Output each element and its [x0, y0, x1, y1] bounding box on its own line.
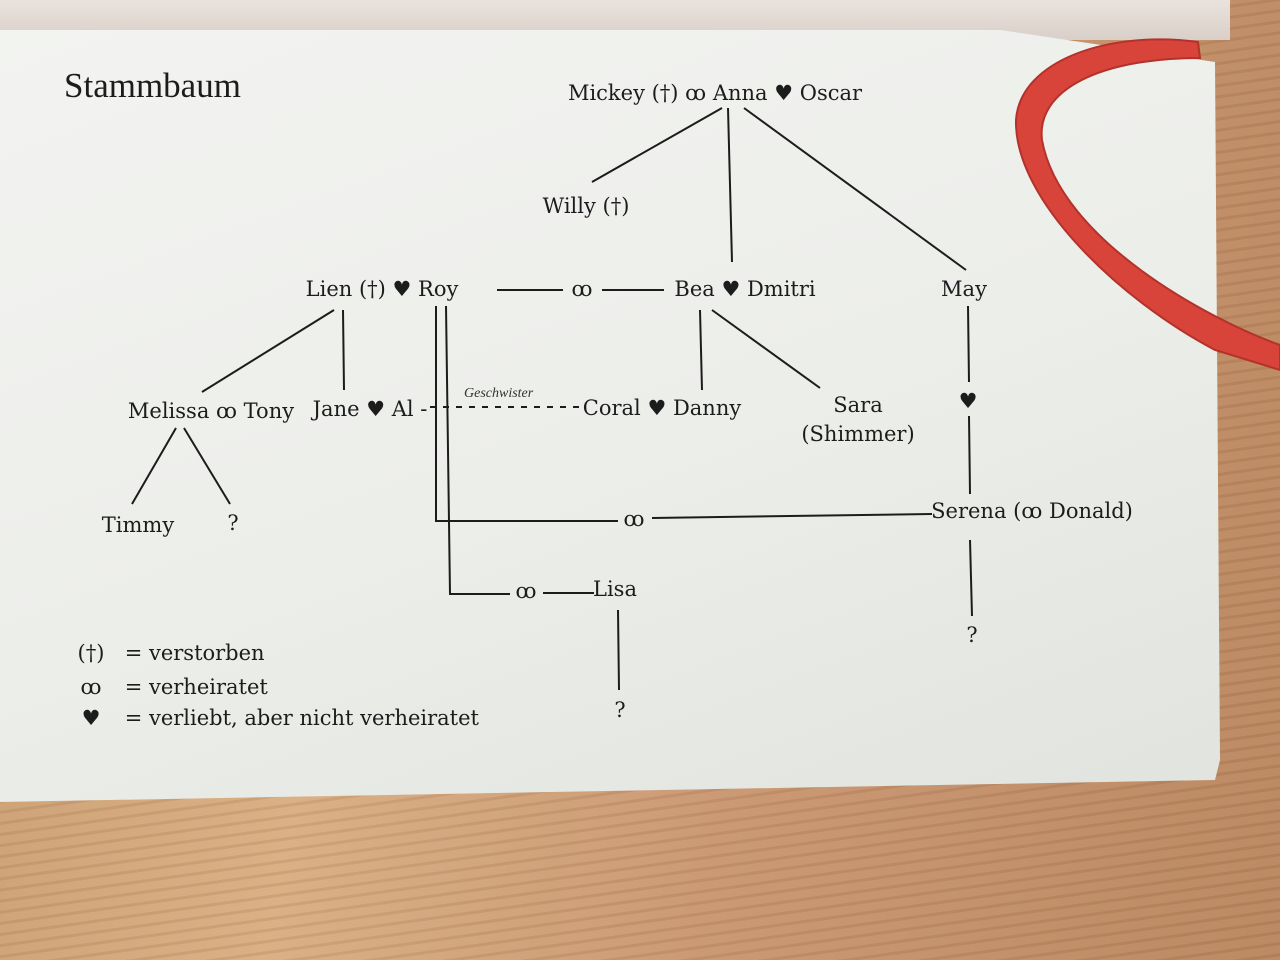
node-willy: Willy (†) — [542, 194, 630, 218]
node-lien-roy: Lien (†) ♥ Roy — [305, 277, 459, 301]
node-may: May — [941, 277, 987, 301]
married-symbol-roy-serena: ꝏ — [623, 507, 645, 531]
edge-serena-unknown — [969, 539, 973, 617]
node-serena-donald: Serena (ꝏ Donald) — [931, 499, 1133, 523]
book-page — [0, 30, 1220, 802]
edge-lisa-unknown — [617, 609, 620, 691]
edge-anna-bea — [727, 107, 733, 263]
edge-bea-sara — [711, 309, 821, 389]
legend-symbol: (†) — [77, 641, 105, 665]
legend-row-married: ꝏ = verheiratet — [64, 675, 268, 699]
node-lisa-child-unknown: ? — [614, 698, 626, 722]
edge-lien-jane — [342, 309, 345, 391]
edge-anna-willy — [591, 107, 723, 183]
legend-symbol: ꝏ — [80, 675, 102, 699]
legend-text: = verheiratet — [124, 675, 268, 699]
node-sara-alias: (Shimmer) — [801, 422, 915, 446]
edge-may-heart-top — [967, 305, 970, 383]
node-melissa-child-unknown: ? — [227, 511, 239, 535]
legend-symbol: ♥ — [81, 706, 101, 730]
node-timmy: Timmy — [101, 513, 175, 537]
legend-row-in-love: ♥ = verliebt, aber nicht verheiratet — [64, 706, 479, 730]
married-symbol-roy-bea: ꝏ — [571, 277, 593, 301]
edge-bea-coral — [699, 309, 703, 391]
node-bea-dmitri: Bea ♥ Dmitri — [674, 277, 816, 301]
node-sara: Sara — [833, 393, 883, 417]
ribbon-bookmark — [1014, 38, 1280, 372]
edge-may-heart-bottom — [968, 415, 971, 495]
diagram-title: Stammbaum — [64, 66, 241, 105]
edge-melissa-unknown — [183, 427, 231, 505]
heart-symbol-may-serena: ♥ — [958, 389, 978, 413]
edge-anna-may — [743, 107, 967, 271]
married-symbol-roy-lisa: ꝏ — [515, 579, 537, 603]
edge-roy-lisa — [445, 305, 510, 595]
legend-row-deceased: (†) = verstorben — [64, 641, 265, 665]
node-jane-al: Jane ♥ Al - — [312, 397, 428, 421]
label-geschwister: Geschwister — [464, 386, 534, 401]
edge-roy-serena — [435, 306, 618, 522]
node-lisa: Lisa — [593, 577, 637, 601]
edge-melissa-timmy — [131, 427, 177, 505]
edge-serena-marriage-right — [651, 513, 933, 519]
legend-text: = verstorben — [124, 641, 265, 665]
node-serena-child-unknown: ? — [966, 623, 978, 647]
node-coral-danny: Coral ♥ Danny — [582, 396, 742, 420]
node-melissa-tony: Melissa ꝏ Tony — [127, 399, 295, 423]
legend-text: = verliebt, aber nicht verheiratet — [124, 706, 479, 730]
node-mickey-anna-oscar: Mickey (†) ꝏ Anna ♥ Oscar — [567, 81, 863, 105]
edge-lien-melissa — [201, 309, 335, 393]
